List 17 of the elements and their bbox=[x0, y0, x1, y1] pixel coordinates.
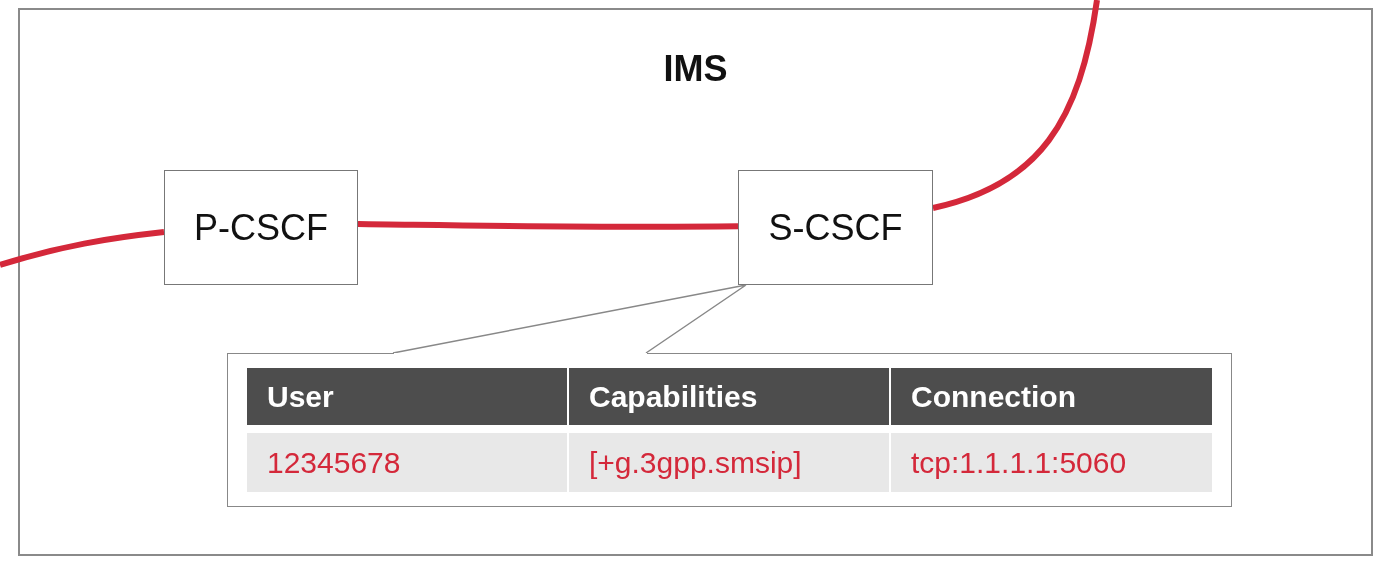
node-label: P-CSCF bbox=[194, 206, 328, 249]
process-box bbox=[738, 170, 933, 285]
column-header: Capabilities bbox=[569, 368, 889, 425]
callout-box bbox=[227, 353, 1232, 507]
signaling-link bbox=[932, 0, 1100, 211]
signaling-link bbox=[357, 221, 739, 230]
table-cell: tcp:1.1.1.1:5060 bbox=[891, 433, 1212, 492]
table-cell: 12345678 bbox=[247, 433, 567, 492]
system-boundary bbox=[18, 8, 1373, 556]
column-header: User bbox=[247, 368, 567, 425]
node-label: S-CSCF bbox=[768, 206, 903, 249]
boundary-title: IMS bbox=[662, 48, 729, 90]
callout-pointer bbox=[392, 284, 747, 354]
column-header: Connection bbox=[891, 368, 1212, 425]
signaling-link bbox=[0, 229, 165, 268]
process-box bbox=[164, 170, 358, 285]
table-cell: [+g.3gpp.smsip] bbox=[569, 433, 889, 492]
